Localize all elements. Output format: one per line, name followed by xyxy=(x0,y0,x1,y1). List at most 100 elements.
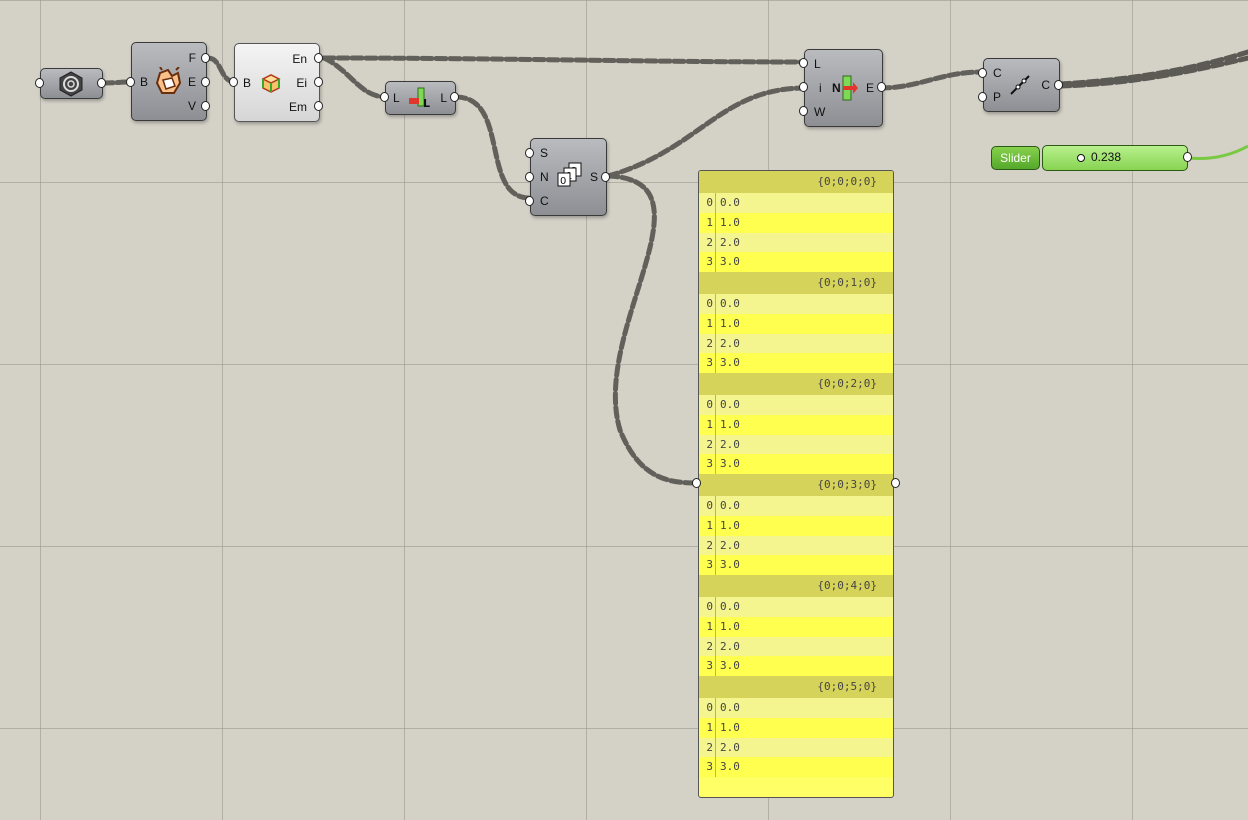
panel-row-index: 0 xyxy=(699,294,716,314)
port-label-ei: Ei xyxy=(296,76,307,90)
panel-row-value: 3.0 xyxy=(720,457,740,471)
series-output-pin-s[interactable] xyxy=(601,172,610,182)
panel-row-index: 3 xyxy=(699,757,716,777)
evaluate-input-pin-i[interactable] xyxy=(799,82,808,92)
listlength-output-pin[interactable] xyxy=(450,92,459,102)
panel-row-value: 3.0 xyxy=(720,659,740,673)
shatter-output-pin-c[interactable] xyxy=(1054,80,1063,90)
series-input-pin-n[interactable] xyxy=(525,172,534,182)
panel-row-value: 2.0 xyxy=(720,336,740,350)
list-length-component[interactable]: L L L xyxy=(385,81,456,115)
panel-row-value: 0.0 xyxy=(720,600,740,613)
list-length-icon: L xyxy=(409,87,430,110)
port-label-v: V xyxy=(187,99,196,113)
edges-from-brep-component[interactable]: B En Ei Em xyxy=(234,43,320,122)
panel-row-index: 2 xyxy=(699,535,716,556)
shatter-input-pin-c[interactable] xyxy=(978,68,987,78)
panel-row-index: 2 xyxy=(699,232,716,253)
wire-series-to-panel xyxy=(605,173,701,486)
series-input-pin-s[interactable] xyxy=(525,148,534,158)
deconstruct-output-pin-e[interactable] xyxy=(201,77,210,87)
number-slider[interactable]: 0.238 xyxy=(1042,145,1188,171)
slider-grip[interactable] xyxy=(1077,154,1085,162)
port-label-f: F xyxy=(188,51,196,65)
panel-output-pin[interactable] xyxy=(891,478,900,488)
wire-listlength-to-series xyxy=(453,94,533,201)
panel-row-index: 0 xyxy=(699,395,716,415)
slider-label[interactable]: Slider xyxy=(991,146,1040,170)
port-label-c: C xyxy=(540,194,549,208)
port-label-s-out: S xyxy=(589,170,598,184)
wire-en-to-listlength xyxy=(321,55,389,100)
wire-evaluate-to-shatter xyxy=(877,69,985,91)
port-label-l-in: L xyxy=(393,91,400,105)
svg-text:0: 0 xyxy=(560,176,566,187)
brep-edges-cube-icon xyxy=(261,74,281,93)
slider-output-pin[interactable] xyxy=(1183,152,1192,162)
panel-row-index: 1 xyxy=(699,616,716,637)
panel-row-value: 2.0 xyxy=(720,437,740,451)
brep-param-input-pin[interactable] xyxy=(35,78,44,88)
panel-row-index: 2 xyxy=(699,434,716,455)
panel-row-value: 1.0 xyxy=(720,417,740,431)
port-label-c-in: C xyxy=(993,66,1002,80)
panel-row-value: 1.0 xyxy=(720,518,740,532)
edges-output-pin-en[interactable] xyxy=(314,53,323,63)
shatter-input-pin-p[interactable] xyxy=(978,92,987,102)
series-input-pin-c[interactable] xyxy=(525,196,534,206)
evaluate-input-pin-l[interactable] xyxy=(799,58,808,68)
port-label-en: En xyxy=(292,52,307,66)
brep-param-output-pin[interactable] xyxy=(97,78,106,88)
series-component[interactable]: S N C 2 1 0 S xyxy=(530,138,607,216)
port-label-l-out: L xyxy=(440,91,447,105)
edges-output-pin-ei[interactable] xyxy=(314,77,323,87)
deconstruct-output-pin-f[interactable] xyxy=(201,53,210,63)
panel-row-index: 0 xyxy=(699,698,716,718)
shatter-component[interactable]: C P C xyxy=(983,58,1060,112)
panel-row-value: 2.0 xyxy=(720,639,740,653)
port-label-e: E xyxy=(865,81,874,95)
deconstruct-output-pin-v[interactable] xyxy=(201,101,210,111)
evaluate-output-pin-e[interactable] xyxy=(877,82,886,92)
edges-input-pin-b[interactable] xyxy=(229,77,238,87)
port-label-b: B xyxy=(140,75,149,89)
evaluate-length-component[interactable]: L i W N E xyxy=(804,49,883,127)
panel-branch-path: {0;0;1;0} xyxy=(699,272,893,294)
panel-row-value: 2.0 xyxy=(720,538,740,552)
panel-row-value: 0.0 xyxy=(720,701,740,714)
port-label-p: P xyxy=(993,90,1002,104)
deconstruct-input-pin-b[interactable] xyxy=(126,77,135,87)
evaluate-length-icon xyxy=(842,75,858,101)
port-label-n-mid: N xyxy=(832,81,841,95)
brep-param-component[interactable] xyxy=(40,68,103,99)
panel-row-index: 3 xyxy=(699,454,716,474)
evaluate-input-pin-w[interactable] xyxy=(799,106,808,116)
port-label-c-out: C xyxy=(1041,78,1050,92)
deconstruct-brep-component[interactable]: B F E V xyxy=(131,42,207,121)
wire-slider-out xyxy=(1187,144,1248,160)
wire-series-to-evaluate xyxy=(605,85,808,179)
wire-en-to-evaluate xyxy=(321,55,808,65)
panel-row-value: 2.0 xyxy=(720,740,740,754)
panel-row-index: 1 xyxy=(699,414,716,435)
edges-output-pin-em[interactable] xyxy=(314,101,323,111)
panel-input-pin[interactable] xyxy=(692,478,701,488)
listlength-input-pin[interactable] xyxy=(380,92,389,102)
